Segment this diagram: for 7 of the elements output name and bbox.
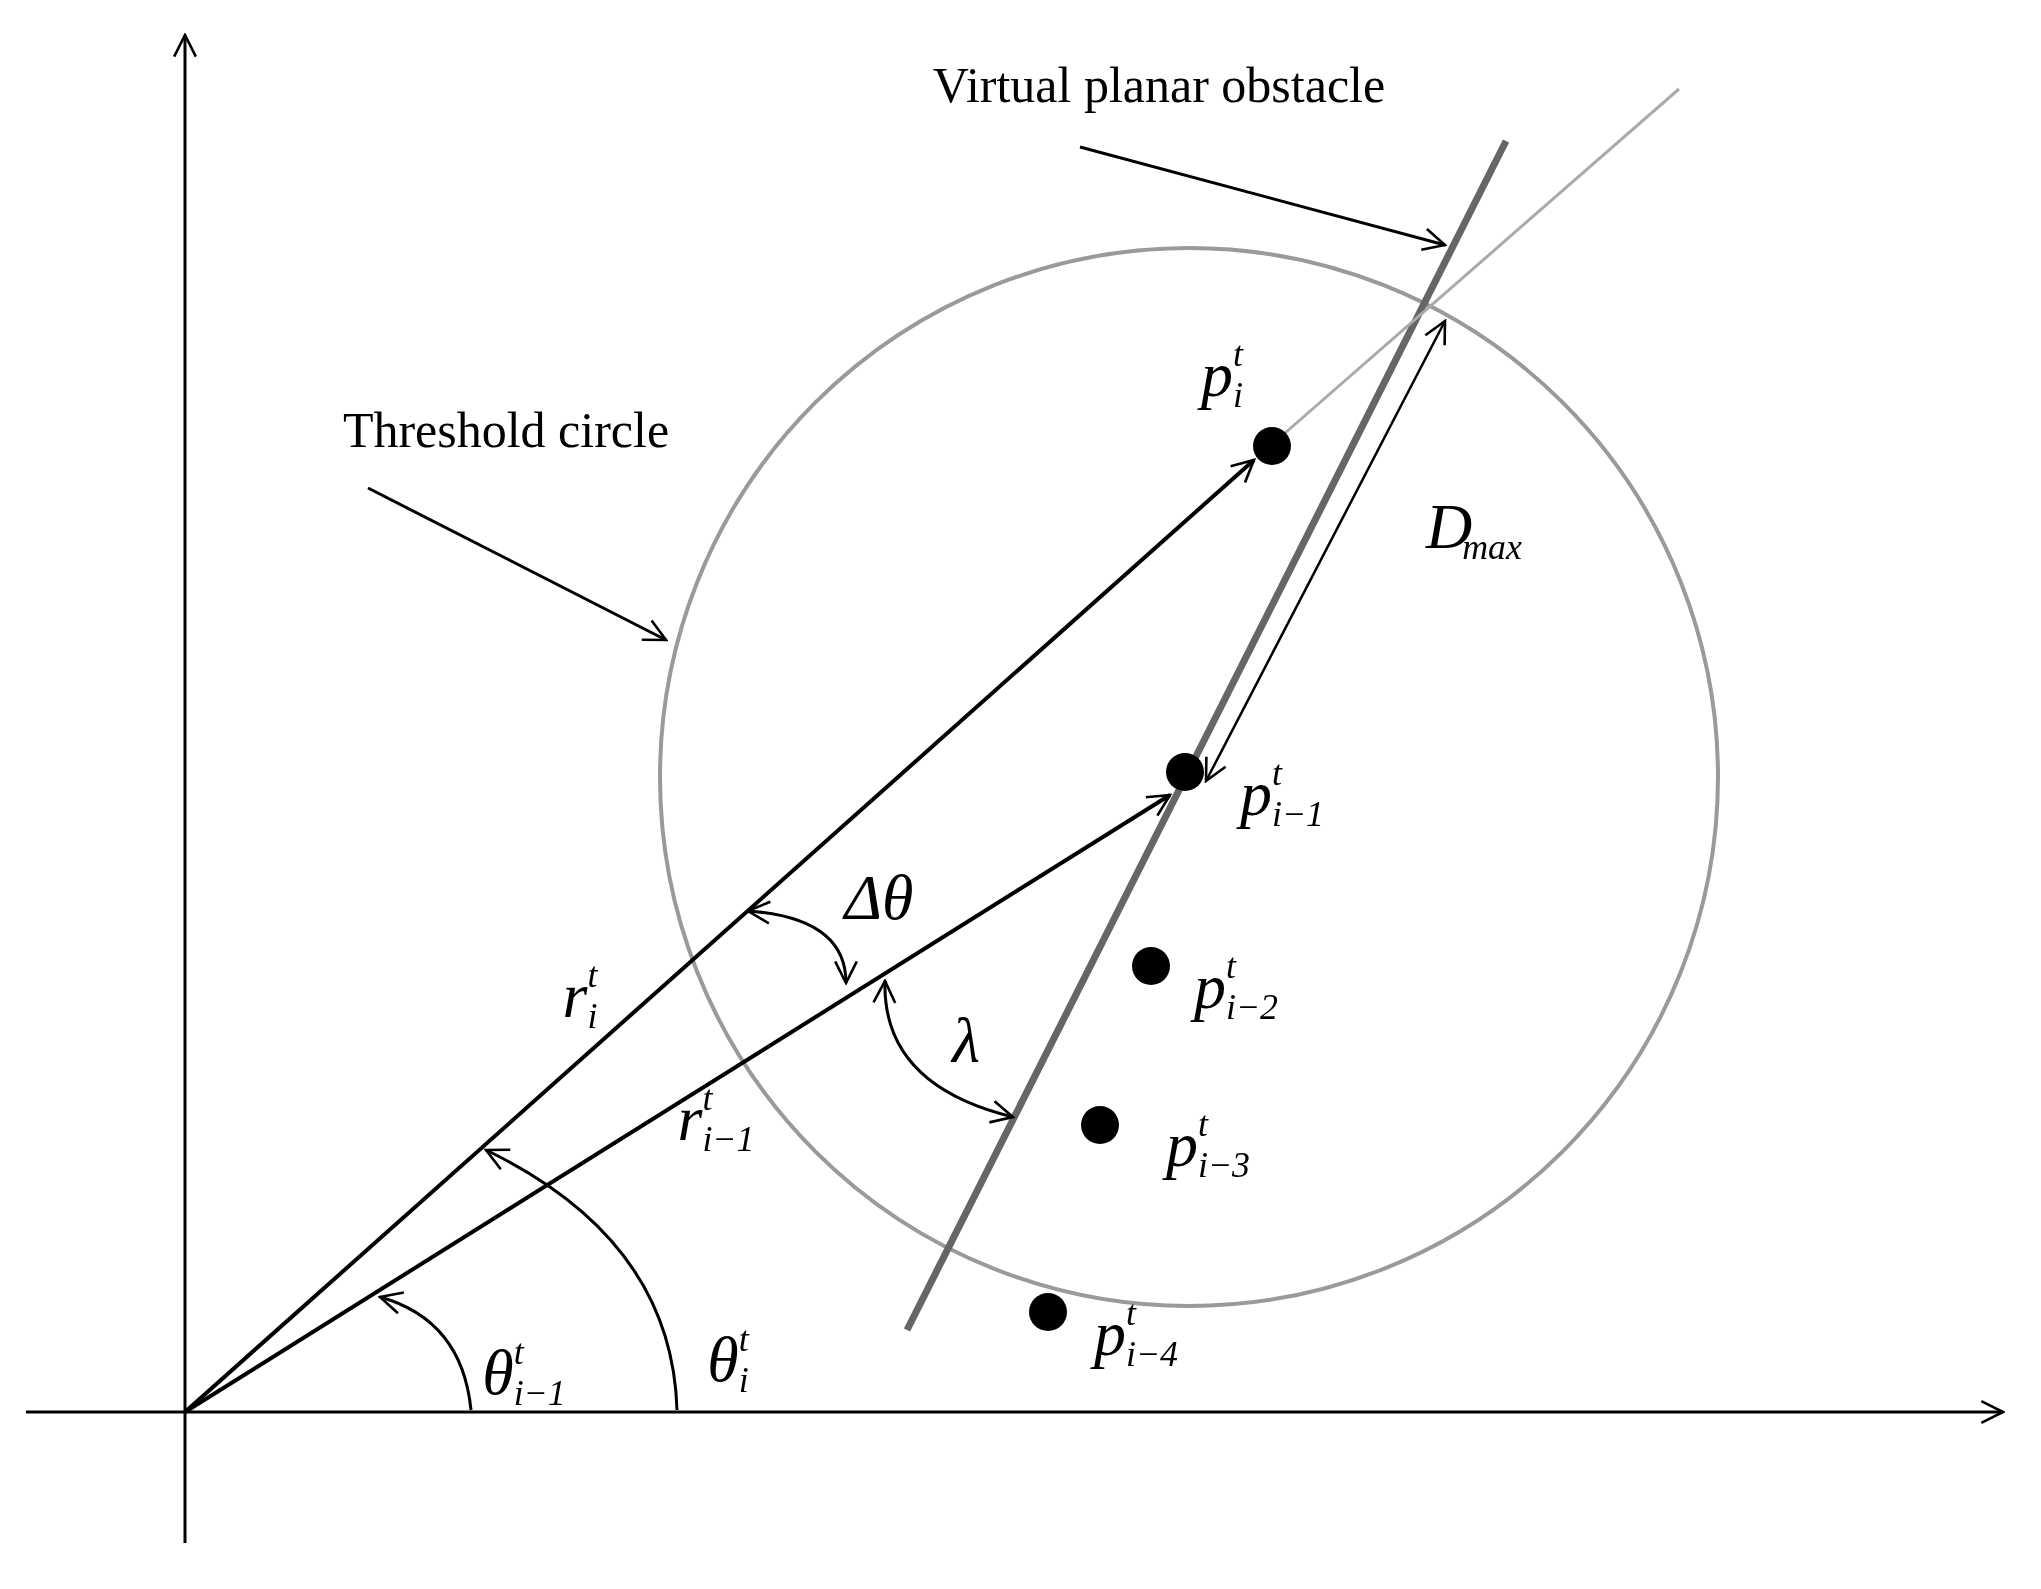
callout-label: Threshold circle [342, 402, 670, 458]
leader-line [367, 486, 668, 642]
math-label: λ [952, 1009, 980, 1073]
leader-line [1079, 145, 1447, 252]
math-label: D$_{max}$ [1426, 495, 1522, 559]
callout-label: Virtual planar obstacle [932, 57, 1386, 113]
math-label: Δθ [844, 866, 914, 930]
